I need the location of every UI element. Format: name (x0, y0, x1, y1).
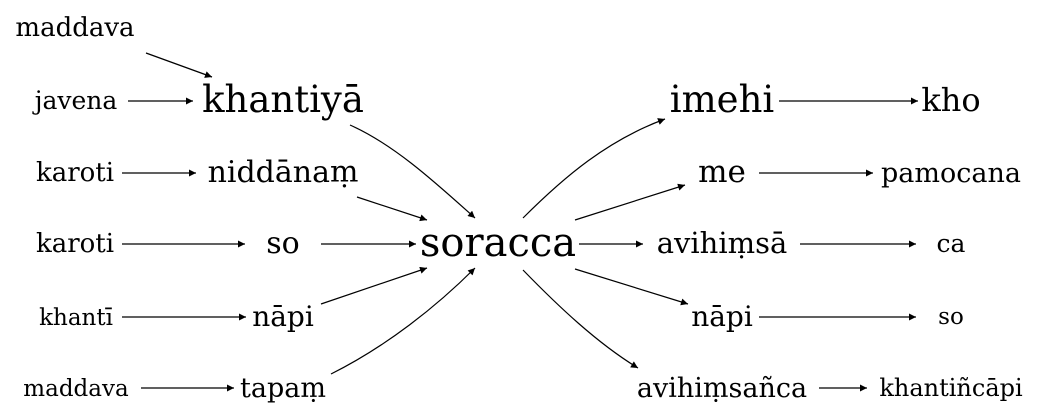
edge-soracca-imehi (522, 118, 666, 219)
word-so-right: so (938, 304, 964, 330)
edge-napi-soracca (320, 266, 428, 305)
edge-khantiya-soracca (349, 124, 476, 219)
word-niddanam: niddānaṃ (208, 155, 359, 190)
word-ca: ca (937, 229, 966, 258)
word-maddava-top: maddava (15, 13, 134, 43)
word-avihimsa: avihiṃsā (657, 226, 788, 260)
edge-soracca-me (574, 183, 686, 221)
word-imehi: imehi (670, 78, 774, 121)
word-tapam: tapaṃ (240, 373, 326, 404)
word-javena: javena (32, 86, 118, 115)
word-me: me (698, 154, 746, 190)
edge-niddanam-soracca (356, 196, 428, 222)
edges (122, 52, 918, 392)
word-karoti-1: karoti (36, 158, 114, 188)
word-so-left: so (266, 226, 299, 261)
nodes: maddava javena karoti karoti khantī madd… (15, 13, 1023, 404)
word-avihimsanca: avihiṃsañca (637, 373, 807, 404)
edge-soracca-napi (574, 268, 689, 306)
word-karoti-2: karoti (36, 229, 114, 259)
word-khantiya: khantiyā (202, 78, 364, 121)
word-kho: kho (921, 81, 980, 119)
edge-soracca-avihimsanca (522, 269, 639, 369)
word-khanti: khantī (39, 305, 113, 331)
word-napi-right: nāpi (691, 300, 753, 333)
edge-tapam-soracca (330, 267, 476, 375)
word-maddava-bottom: maddava (23, 376, 129, 402)
word-soracca: soracca (420, 220, 576, 266)
word-pamocana: pamocana (881, 158, 1021, 189)
word-napi-left: nāpi (252, 300, 314, 333)
word-khantincapi: khantiñcāpi (879, 374, 1023, 402)
edge-maddava-khantiya (145, 52, 213, 78)
